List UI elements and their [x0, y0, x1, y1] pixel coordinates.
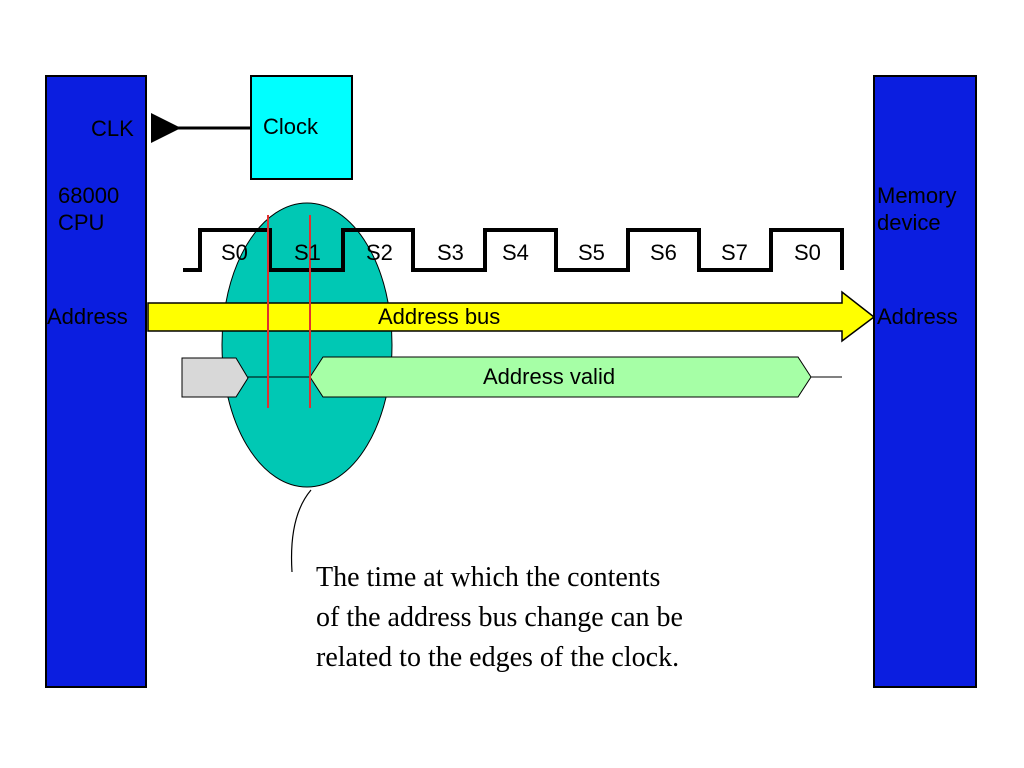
memory-label-line1: Memory	[877, 183, 957, 208]
memory-label-line2: device	[877, 210, 941, 235]
address-bus-arrow	[147, 290, 876, 343]
highlight-ellipse	[221, 202, 393, 488]
state-label: S3	[437, 240, 464, 265]
invalid-segment	[181, 357, 249, 398]
clock-block	[250, 75, 353, 180]
caption-line-3: related to the edges of the clock.	[316, 642, 680, 673]
cpu-label-line1: 68000	[58, 183, 120, 208]
memory-address-label: Address	[877, 304, 958, 329]
caption-line-1: The time at which the contents	[316, 562, 661, 593]
caption-line-2: of the address bus change can be	[316, 602, 683, 633]
callout-line	[290, 489, 312, 573]
address-valid-label: Address valid	[483, 364, 616, 389]
state-label: S6	[650, 240, 677, 265]
state-label: S0	[221, 240, 248, 265]
address-bus-label: Address bus	[378, 304, 501, 329]
clock-waveform	[183, 228, 844, 272]
state-label: S0	[794, 240, 821, 265]
clock-label: Clock	[263, 114, 319, 139]
state-label: S1	[294, 240, 321, 265]
memory-block	[873, 75, 977, 688]
cpu-block	[45, 75, 147, 688]
cpu-address-label: Address	[47, 304, 128, 329]
state-label: S4	[502, 240, 529, 265]
state-label: S2	[366, 240, 393, 265]
caption: The time at which the contents of the ad…	[316, 558, 683, 678]
state-label: S7	[721, 240, 748, 265]
clk-label: CLK	[91, 116, 134, 141]
state-label: S5	[578, 240, 605, 265]
cpu-label-line2: CPU	[58, 210, 105, 235]
